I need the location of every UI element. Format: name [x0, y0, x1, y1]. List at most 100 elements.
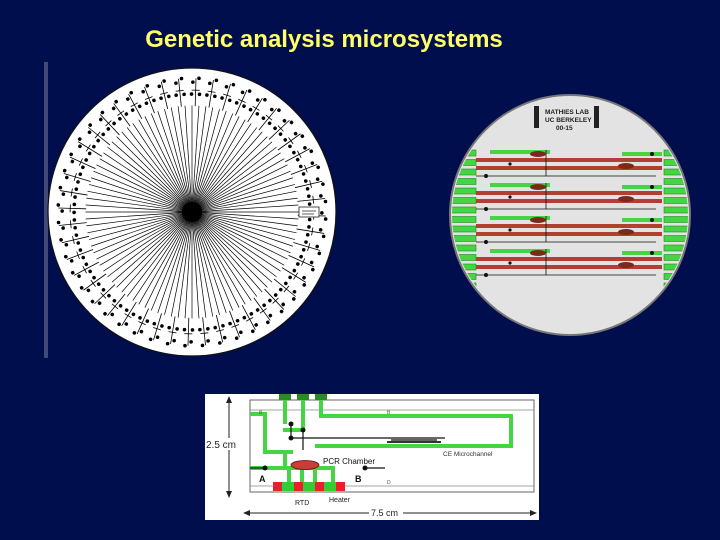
- capillary-unit-cell: [141, 84, 156, 114]
- green-bar: [452, 254, 477, 261]
- green-bar: [663, 149, 688, 157]
- green-bar: [663, 216, 688, 223]
- green-bar: [452, 244, 477, 252]
- capillary-unit-cell: [234, 89, 252, 116]
- capillary-unit-cell: [56, 218, 87, 230]
- green-bar: [452, 235, 477, 242]
- green-bar: [663, 197, 688, 204]
- capillary-unit-cell: [64, 248, 94, 263]
- green-bar: [452, 168, 477, 176]
- capillary-unit-cell: [220, 82, 236, 111]
- capillary-unit-cell: [157, 79, 171, 110]
- svg-text:00-15: 00-15: [556, 125, 573, 132]
- small-label-1: B: [259, 410, 263, 416]
- capillary-unit-cell: [59, 233, 90, 247]
- pcr-ce-chip-wafer-image: MATHIES LAB UC BERKELEY 00-15: [449, 94, 691, 336]
- capillary-unit-cell: [281, 267, 307, 287]
- width-dimension-label: 7.5 cm: [371, 508, 398, 518]
- small-label-3: D: [387, 480, 391, 486]
- slide-title: Genetic analysis microsystems: [145, 26, 503, 53]
- small-label-2: B: [387, 410, 391, 416]
- capillary-unit-cell: [268, 119, 294, 140]
- capillary-unit-cell: [117, 301, 137, 327]
- capillary-unit-cell: [87, 123, 111, 146]
- green-bar: [663, 244, 688, 252]
- capillary-unit-cell: [132, 308, 150, 335]
- capillary-unit-cell: [273, 278, 297, 301]
- pcr-chamber-label: PCR Chamber: [323, 457, 375, 466]
- fluidic-channels: [250, 398, 513, 482]
- green-bar: [663, 273, 688, 280]
- capillary-unit-cell: [58, 185, 88, 199]
- green-bar: [452, 206, 477, 214]
- capillary-unit-cell: [241, 305, 258, 334]
- rtd-label: RTD: [295, 500, 309, 507]
- capillary-unit-cell: [99, 110, 120, 136]
- capillary-unit-cell: [77, 137, 103, 157]
- radial-channels: [85, 105, 299, 319]
- green-bar: [452, 216, 477, 223]
- capillary-unit-cell: [165, 316, 179, 346]
- capillary-unit-cell: [294, 177, 325, 191]
- width-dimension: 7.5 cm: [243, 506, 537, 519]
- ce-channel-bar: [391, 438, 437, 442]
- green-bar: [663, 206, 688, 214]
- pcr-chamber: [290, 460, 320, 470]
- green-bar: [452, 178, 477, 185]
- capillary-unit-cell: [277, 131, 305, 151]
- height-dimension: 2.5 cm: [205, 396, 243, 498]
- capillary-unit-cell: [70, 261, 99, 278]
- capillary-unit-cell: [285, 146, 314, 163]
- capillary-unit-cell: [103, 293, 126, 317]
- capillary-unit-cell: [296, 225, 326, 239]
- capillary-unit-cell: [205, 78, 219, 108]
- pcr-ce-schematic: 2.5 cm CE Microchannel PCR Chamber: [205, 394, 539, 520]
- capillary-unit-cell: [198, 317, 210, 348]
- capillary-unit-cell: [69, 152, 96, 170]
- chip-device-row: [476, 249, 662, 277]
- port-a-label: A: [259, 474, 266, 484]
- capillary-unit-cell: [189, 76, 202, 107]
- wafer-label-box: [298, 206, 320, 218]
- capillary-unit-cell: [148, 313, 164, 342]
- heater-label: Heater: [329, 497, 351, 504]
- capillary-unit-cell: [213, 314, 227, 345]
- heater-rtd-pads: [273, 482, 345, 491]
- radial-capillary-array-image: [44, 62, 337, 358]
- height-dimension-label: 2.5 cm: [206, 440, 236, 451]
- green-bar: [452, 149, 477, 157]
- central-anode: [182, 202, 202, 222]
- ce-microchannel-label: CE Microchannel: [443, 451, 493, 458]
- svg-text:UC BERKELEY: UC BERKELEY: [545, 117, 592, 124]
- capillary-unit-cell: [126, 90, 143, 119]
- capillary-unit-cell: [90, 284, 116, 305]
- green-bar: [663, 168, 688, 176]
- green-bar: [663, 225, 688, 233]
- mathies-lab-logo: MATHIES LAB UC BERKELEY 00-15: [534, 106, 599, 132]
- green-bar: [452, 273, 477, 280]
- capillary-unit-cell: [288, 254, 315, 272]
- capillary-unit-cell: [174, 76, 186, 107]
- capillary-unit-cell: [111, 99, 131, 127]
- chip-device-row: [476, 216, 662, 244]
- capillary-unit-cell: [182, 317, 195, 348]
- capillary-unit-cell: [293, 240, 322, 256]
- green-bar: [663, 292, 688, 299]
- capillary-unit-cell: [253, 297, 273, 325]
- capillary-unit-cell: [79, 273, 107, 293]
- capillary-unit-cell: [297, 194, 328, 206]
- green-bar: [663, 254, 688, 261]
- green-bar: [452, 292, 477, 299]
- port-b-label: B: [355, 474, 362, 484]
- chip-outline: [249, 399, 535, 493]
- chip-device-row: [476, 150, 662, 178]
- capillary-unit-cell: [228, 310, 243, 340]
- green-bar: [452, 225, 477, 233]
- capillary-unit-cell: [247, 97, 267, 123]
- capillary-unit-cell: [290, 161, 320, 176]
- green-bar: [663, 235, 688, 242]
- chip-device-row: [476, 183, 662, 211]
- radial-unit-cells: [56, 76, 328, 348]
- capillary-unit-cell: [56, 202, 87, 215]
- chip-device-rows: [476, 150, 662, 277]
